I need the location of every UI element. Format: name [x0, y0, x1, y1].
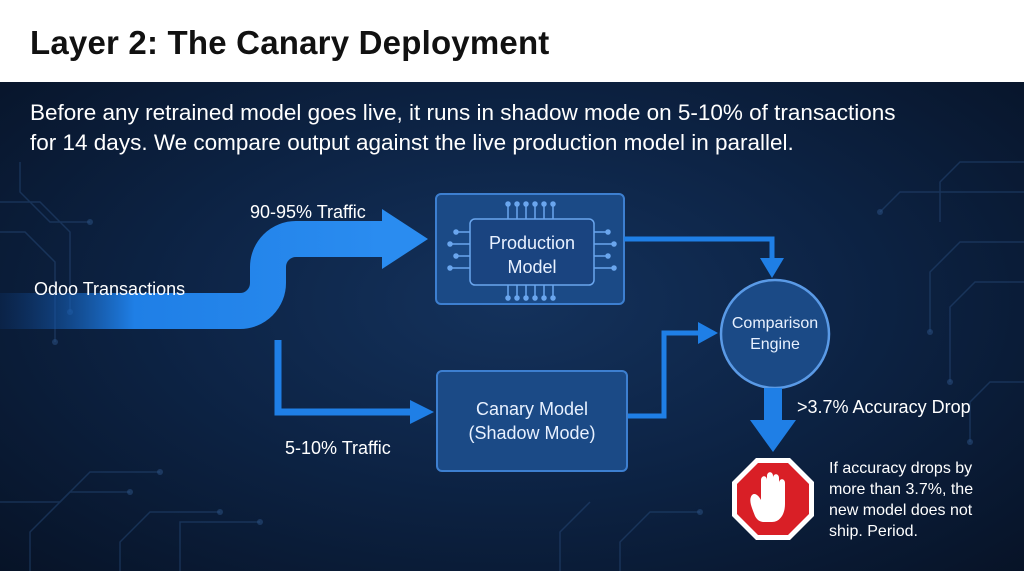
intro-text: Before any retrained model goes live, it…: [30, 98, 1010, 158]
stop-message: If accuracy drops by more than 3.7%, the…: [829, 458, 1009, 542]
flow-diagram: [0, 193, 831, 540]
canary-model-box: Canary Model (Shadow Mode): [436, 370, 628, 472]
main-traffic-flow: [0, 209, 428, 329]
source-label: Odoo Transactions: [34, 279, 186, 299]
intro-line-1: Before any retrained model goes live, it…: [30, 100, 896, 125]
stop-message-line-2: more than 3.7%, the: [829, 481, 974, 498]
comparison-engine-line-1: Comparison: [731, 315, 819, 332]
stop-hand-icon: [732, 458, 814, 540]
production-model-line-2: Model: [507, 257, 557, 277]
comparison-engine-label: Comparison Engine: [720, 312, 830, 356]
circuit-background: [0, 161, 1024, 571]
engine-to-stop-flow: [750, 388, 796, 452]
canary-model-line-2: (Shadow Mode): [468, 423, 596, 443]
production-chip-icon: [435, 193, 625, 305]
title-bar: Layer 2: The Canary Deployment: [0, 0, 1024, 82]
canary-to-engine-flow: [624, 322, 718, 419]
production-model-box: Production Model: [470, 227, 594, 283]
threshold-label: >3.7% Accuracy Drop: [797, 397, 971, 417]
production-to-engine-flow: [624, 236, 784, 278]
stop-message-line-1: If accuracy drops by: [829, 460, 973, 477]
production-model-line-1: Production: [488, 233, 576, 253]
main-traffic-label: 90-95% Traffic: [250, 202, 366, 222]
intro-line-2: for 14 days. We compare output against t…: [30, 130, 794, 155]
stop-message-line-3: new model does not: [829, 502, 973, 519]
diagram-stage: Before any retrained model goes live, it…: [0, 82, 1024, 571]
canary-traffic-flow: [274, 340, 434, 424]
canary-model-line-1: Canary Model: [475, 399, 589, 419]
stop-message-line-4: ship. Period.: [829, 523, 918, 540]
comparison-engine-line-2: Engine: [750, 336, 800, 353]
canary-traffic-label: 5-10% Traffic: [285, 438, 391, 458]
slide-title: Layer 2: The Canary Deployment: [30, 24, 550, 61]
